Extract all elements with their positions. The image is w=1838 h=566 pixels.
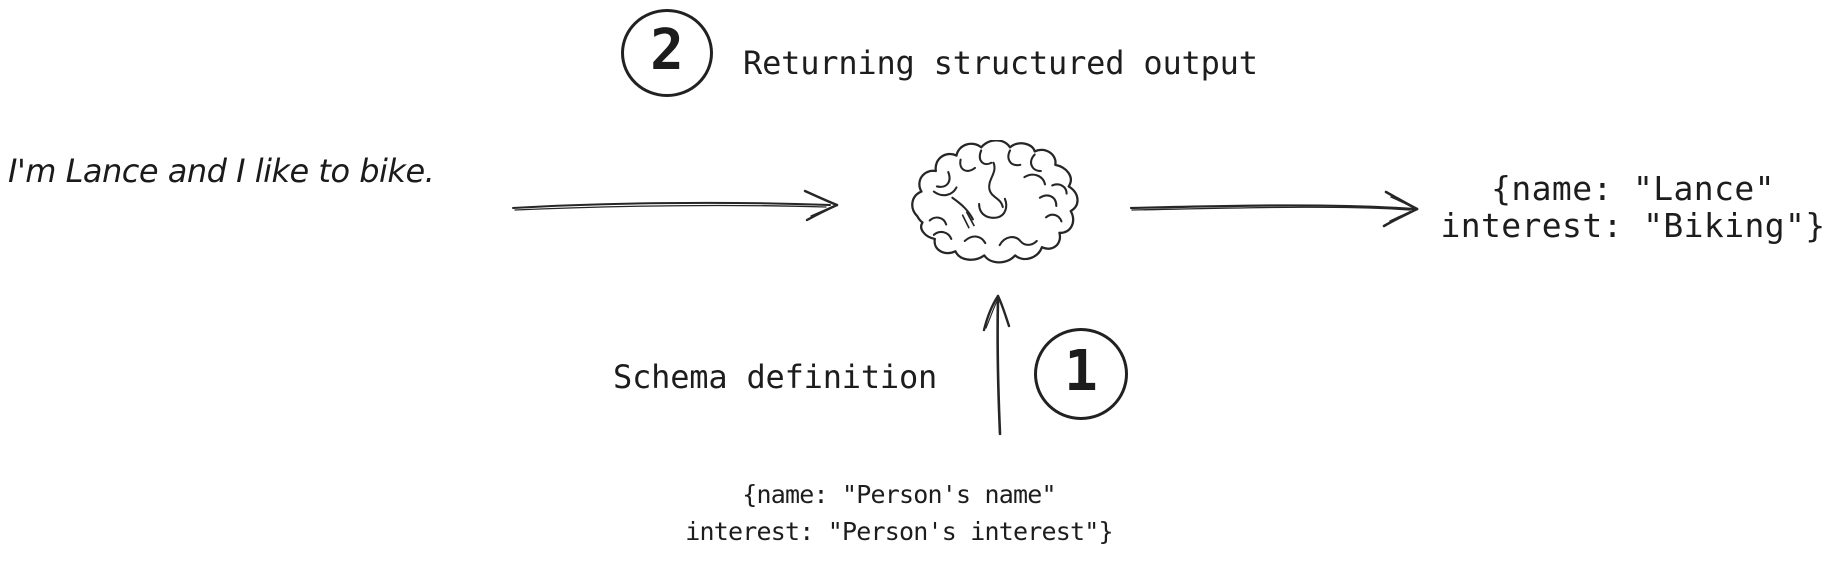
input-utterance: I'm Lance and I like to bike.	[8, 152, 435, 190]
diagram-title: Returning structured output	[743, 44, 1258, 82]
schema-line-1: {name: "Person's name"	[742, 480, 1056, 509]
schema-line-2: interest: "Person's interest"}	[685, 517, 1113, 546]
step-1-number: 1	[1064, 339, 1098, 404]
step-2-number: 2	[650, 18, 684, 83]
step-1-badge: 1	[1034, 328, 1128, 420]
arrow-schema-to-model-icon	[982, 294, 1011, 436]
arrow-model-to-output-icon	[1129, 190, 1419, 228]
structured-output: {name: "Lance" interest: "Biking"}	[1428, 170, 1838, 244]
arrow-input-to-model-icon	[512, 189, 839, 222]
schema-json: {name: "Person's name" interest: "Person…	[648, 476, 1150, 550]
brain-icon	[911, 140, 1079, 264]
output-line-1: {name: "Lance"	[1491, 169, 1775, 208]
step-2-badge: 2	[621, 9, 713, 97]
schema-definition-label: Schema definition	[613, 358, 938, 396]
output-line-2: interest: "Biking"}	[1440, 206, 1826, 245]
